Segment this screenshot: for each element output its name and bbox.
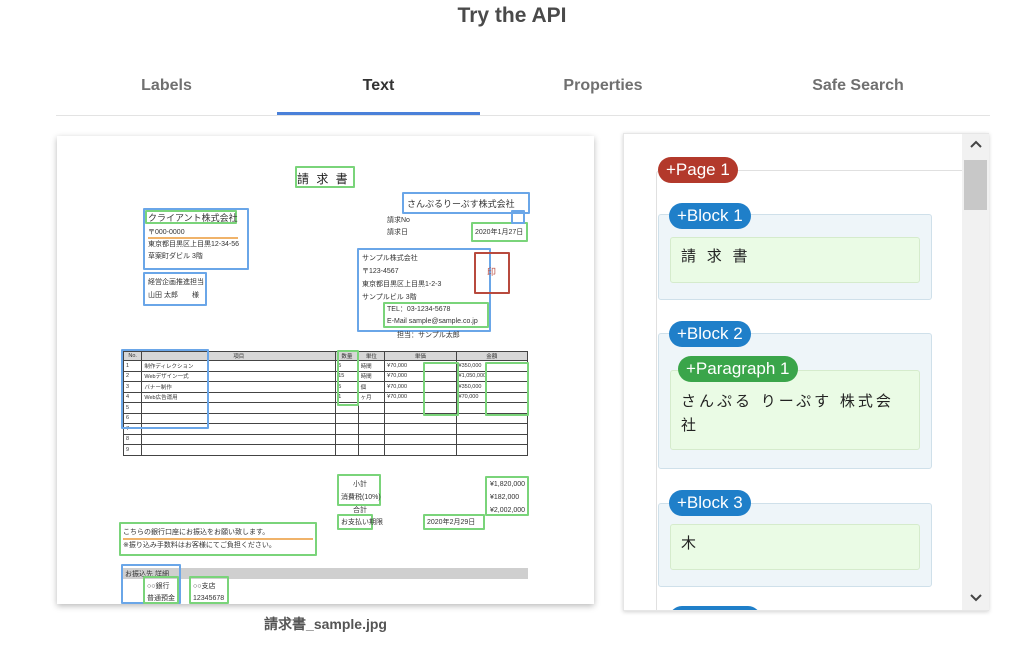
table-header-cell: 単位	[357, 351, 386, 361]
doc-total-label: 合計	[353, 507, 367, 514]
symbol-underline	[123, 538, 313, 540]
image-filename: 請求書_sample.jpg	[264, 616, 387, 632]
table-header-cell: No.	[122, 351, 143, 361]
doc-client-dept: 経営企画推進担当	[148, 279, 204, 286]
doc-account-no: 12345678	[193, 595, 225, 602]
scrollbar-thumb[interactable]	[964, 160, 987, 210]
block-chip[interactable]: +Block 3	[669, 490, 751, 516]
doc-total-value: ¥2,002,000	[490, 507, 526, 514]
doc-company-email: E-Mail sample@sample.co.jp	[387, 318, 478, 325]
table-cell: ヶ月	[357, 391, 386, 403]
doc-company-addr2: サンプルビル 3階	[362, 294, 417, 301]
doc-due-value: 2020年2月29日	[427, 519, 476, 526]
doc-company-addr1: 東京都目黒区上目黒1-2-3	[362, 281, 442, 288]
tab-bar: Labels Text Properties Safe Search	[56, 70, 990, 116]
paragraph-chip[interactable]: +Paragraph 1	[678, 356, 798, 382]
doc-client-zip: 〒000-0000	[148, 229, 185, 236]
word-box	[143, 576, 179, 604]
paragraph-box	[143, 208, 249, 270]
block-chip-partial[interactable]	[669, 606, 761, 610]
word-box	[337, 474, 381, 506]
doc-tax-label: 消費税(10%)	[341, 494, 381, 501]
doc-note2: ※振り込み手数料はお客様にてご負担ください。	[123, 542, 276, 549]
active-tab-indicator	[277, 112, 480, 115]
word-box	[485, 362, 529, 416]
stamp-box	[474, 252, 510, 294]
doc-bank-name: ○○銀行	[147, 583, 170, 590]
doc-bank-label: お振込先 詳細	[125, 571, 169, 578]
doc-company-zip: 〒123-4567	[362, 268, 399, 275]
chevron-up-icon[interactable]	[962, 134, 989, 156]
doc-client-person: 山田 太郎 様	[148, 292, 199, 299]
word-box	[471, 222, 528, 242]
word-box	[337, 350, 359, 406]
doc-client-name: クライアント株式会社	[148, 213, 238, 223]
page-title: Try the API	[457, 4, 567, 27]
block-chip[interactable]: +Block 1	[669, 203, 751, 229]
doc-due-label: お支払い期限	[341, 519, 383, 526]
table-row: 6	[122, 412, 529, 424]
doc-subtotal-label: 小計	[353, 481, 367, 488]
doc-subtotal-value: ¥1,820,000	[490, 481, 526, 488]
table-header-cell: 金額	[455, 351, 529, 361]
table-row: 8	[122, 433, 529, 445]
chevron-down-icon[interactable]	[962, 588, 989, 610]
word-box	[485, 476, 529, 516]
word-box	[511, 210, 525, 224]
block-chip[interactable]: +Block 2	[669, 321, 751, 347]
table-cell: 個	[357, 381, 386, 393]
doc-client-addr2: 草案町ダビル 3階	[148, 253, 203, 260]
ocr-results-panel[interactable]: +Page 1 +Block 1 請 求 書 +Block 2 さんぷる りーぷ…	[623, 133, 989, 611]
paragraph-box	[121, 349, 209, 429]
word-box	[337, 514, 373, 530]
table-cell: 9	[122, 444, 143, 456]
table-header-cell: 単価	[384, 351, 457, 361]
doc-seller-name: さんぷるりーぷす株式会社	[407, 199, 515, 209]
tab-labels[interactable]: Labels	[141, 77, 192, 94]
tab-safe-search[interactable]: Safe Search	[812, 77, 904, 94]
doc-tax-value: ¥182,000	[490, 494, 520, 501]
table-header-row: No. 項目 数量 単位 単価 金額	[122, 351, 529, 361]
page-chip[interactable]: +Page 1	[658, 157, 738, 183]
paragraph-box	[143, 272, 207, 306]
paragraph-text[interactable]: 木	[670, 524, 920, 570]
paragraph-box	[402, 192, 530, 214]
doc-client-addr1: 東京都目黒区上目黒12-34-56	[148, 241, 240, 248]
doc-account-type: 普通預金	[147, 595, 175, 602]
doc-company-name: サンプル株式会社	[362, 255, 418, 262]
doc-title: 請 求 書	[297, 172, 350, 186]
results-scrollbar[interactable]	[962, 134, 989, 610]
doc-stamp: 印	[487, 267, 497, 277]
word-box	[423, 362, 459, 416]
tab-properties[interactable]: Properties	[563, 77, 643, 94]
annotated-image: 請 求 書 さんぷるりーぷす株式会社 請求No 請求日 2020年1月27日 ク…	[57, 136, 594, 604]
word-box	[145, 210, 237, 224]
table-cell: 8	[122, 433, 143, 445]
doc-date-value: 2020年1月27日	[475, 229, 524, 236]
doc-note1: こちらの銀行口座にお振込をお願い致します。	[123, 529, 270, 536]
paragraph-text[interactable]: 請 求 書	[670, 237, 920, 283]
paragraph-text[interactable]: さんぷる りーぷす 株式会社	[670, 370, 920, 450]
doc-bank-header-bar	[123, 568, 528, 579]
doc-date-label: 請求日	[387, 229, 408, 236]
symbol-underline	[148, 237, 238, 239]
doc-invoice-no-label: 請求No	[387, 217, 410, 224]
paragraph-box	[119, 522, 317, 556]
table-cell: 時間	[357, 370, 386, 382]
tab-text[interactable]: Text	[362, 77, 395, 94]
word-box	[189, 576, 229, 604]
table-row: 9	[122, 444, 529, 456]
word-box	[423, 514, 485, 530]
table-cell: 時間	[357, 360, 386, 372]
word-box	[295, 166, 355, 188]
paragraph-box	[357, 248, 491, 332]
word-box	[383, 302, 489, 328]
doc-company-tel: TEL：03-1234-5678	[387, 306, 451, 313]
doc-company-person: 担当：サンプル太郎	[397, 332, 460, 339]
doc-bank-branch: ○○支店	[193, 583, 216, 590]
